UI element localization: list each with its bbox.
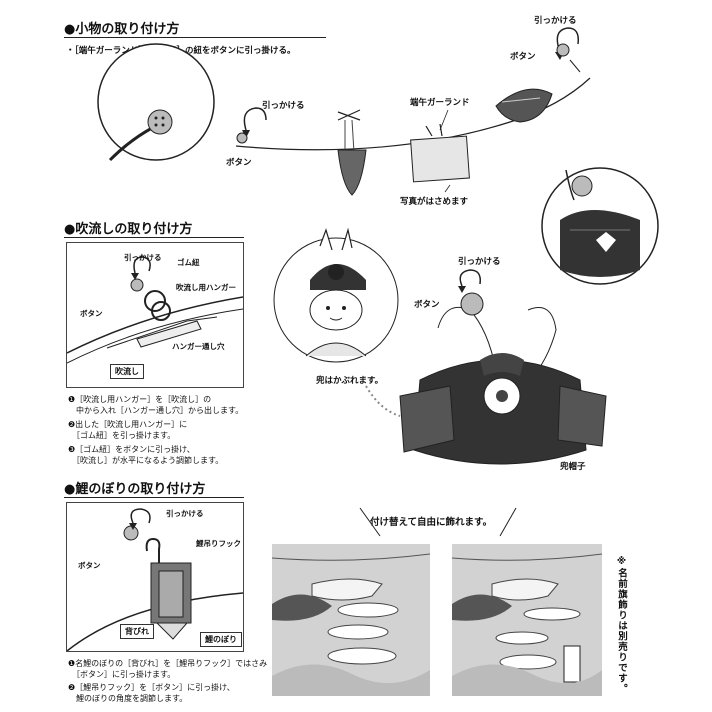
streamer-step-2a: ❷出した［吹流し用ハンガー］に [68,420,188,429]
garland-illustration [97,27,591,196]
section-title-small: ●小物の取り付け方 [64,22,180,37]
label-button-top: ボタン [510,52,536,62]
label-rubber: ゴム紐 [177,258,200,267]
display-caption: 付け替えて自由に飾れます。 [370,517,493,528]
label-kabuto-name: 兜帽子 [560,462,586,472]
koi-step-1a: ❶名鯉のぼりの［背びれ］を［鯉吊りフック］ではさみ [68,659,268,668]
label-button-mid: ボタン [226,158,252,168]
section-underline [64,237,244,238]
label-kabuto-button: ボタン [414,300,440,310]
label-garland: 端午ガーランド [410,98,470,108]
streamer-step-2b: ［ゴム紐］を引っ掛けます。 [68,431,176,440]
label-hole: ハンガー通し穴 [172,342,225,351]
streamer-panel [66,242,244,388]
section-title-streamer: ●吹流しの取り付け方 [64,222,193,237]
streamer-illustration [67,256,243,364]
display-side-note: ※名前旗飾りは別売りです。 [616,556,627,694]
label-koi-clip: 鯉吊りフック [196,539,241,548]
streamer-step-3b: ［吹流し］が水平になるよう調節します。 [68,456,224,465]
label-hanger: 吹流し用ハンガー [176,283,236,292]
label-streamer-hook: 引っかける [124,253,162,262]
label-koi-hook: 引っかける [166,509,204,518]
display-example-2-art [452,553,602,696]
label-koi-name: 鯉のぼり [200,632,242,647]
section-title-koinobori: ●鯉のぼりの取り付け方 [64,482,206,497]
koi-step-2b: 鯉のぼりの角度を調節します。 [68,694,188,703]
label-streamer-button: ボタン [80,309,103,318]
caption-pointers [359,507,517,537]
label-koi-fin: 背びれ [120,624,154,639]
streamer-steps: ❶［吹流し用ハンガー］を［吹流し］の 中から入れ［ハンガー通し穴］から出します。… [68,394,243,466]
streamer-step-1b: 中から入れ［ハンガー通し穴］から出します。 [68,406,244,415]
streamer-step-3a: ❸［ゴム紐］をボタンに引っ掛け、 [68,445,195,454]
section-underline [64,37,326,38]
label-kabuto-hook: 引っかける [458,257,501,267]
label-photo: 写真がはさめます [400,197,469,207]
koinobori-illustration [67,508,243,651]
label-kabuto-wearable: 兜はかぶれます。 [316,376,384,386]
koinobori-panel [66,502,244,652]
koi-step-2a: ❷［鯉吊りフック］を［ボタン］に引っ掛け、 [68,683,235,692]
display-example-2 [452,544,602,696]
label-hook-mid: 引っかける [262,101,305,111]
streamer-step-1a: ❶［吹流し用ハンガー］を［吹流し］の [68,395,212,404]
koi-step-1b: ［ボタン］に引っ掛けます。 [68,670,176,679]
label-fukinagashi: 吹流し [110,364,144,379]
koinobori-steps: ❶名鯉のぼりの［背びれ］を［鯉吊りフック］ではさみ ［ボタン］に引っ掛けます。 … [68,658,267,704]
label-hook-top: 引っかける [534,16,577,26]
kabuto-illustration [273,167,659,465]
display-example-1-art [272,553,430,696]
section-underline [64,497,244,498]
label-koi-button: ボタン [78,561,101,570]
display-example-1 [272,544,430,696]
